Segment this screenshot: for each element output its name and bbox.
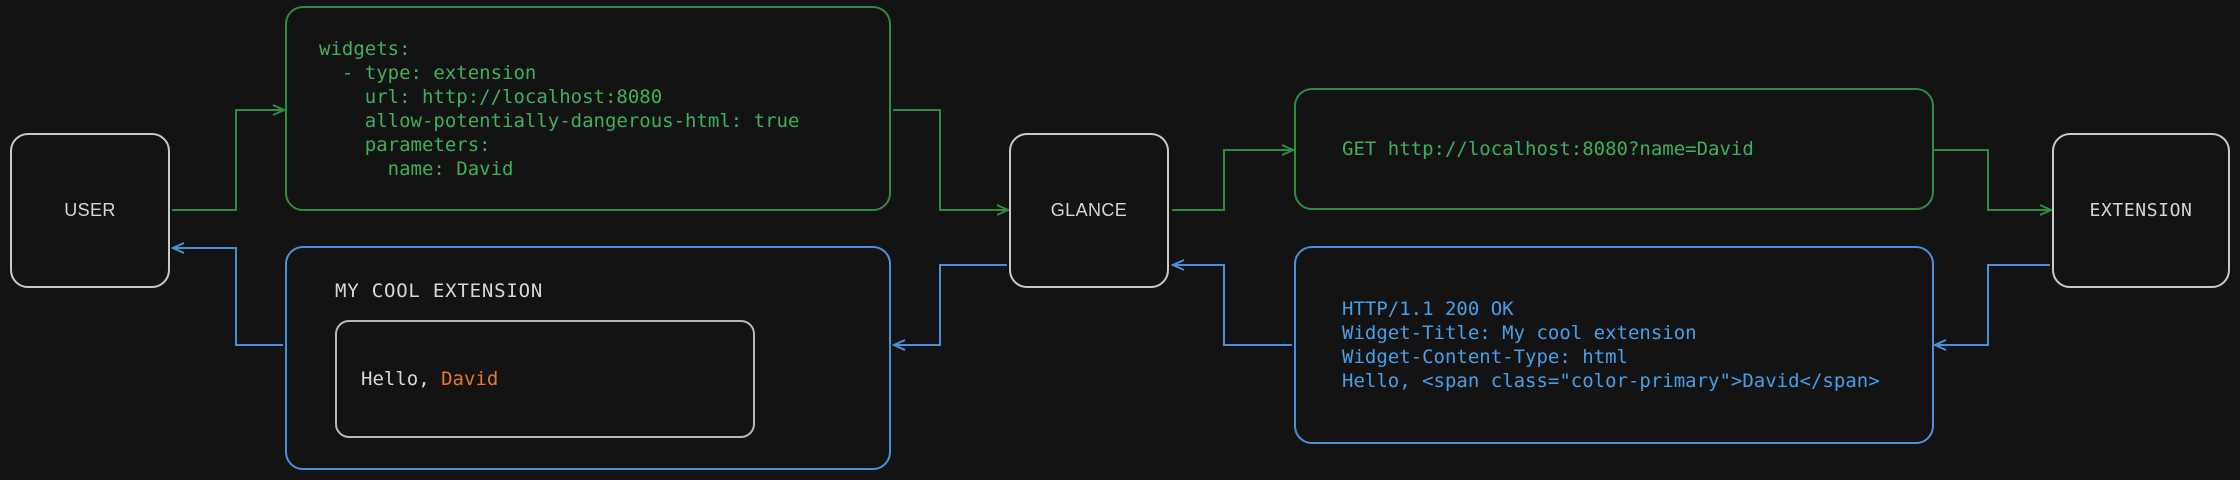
edge-config-to-glance: [893, 109, 1007, 210]
config-yaml-0: widgets:: [319, 37, 411, 60]
node-user-label: USER: [64, 200, 116, 220]
node-glance[interactable]: GLANCE: [1009, 133, 1169, 288]
widget-preview-bubble: MY COOL EXTENSION Hello, David: [285, 246, 891, 470]
widget-title: MY COOL EXTENSION: [335, 280, 544, 302]
node-glance-label: GLANCE: [1050, 200, 1128, 220]
widget-card[interactable]: Hello, David: [335, 320, 755, 438]
config-yaml-3: allow-potentially-dangerous-html: true: [319, 109, 800, 132]
widget-card-greeting: Hello, David: [361, 368, 498, 390]
edge-glance-to-widget: [895, 264, 1007, 345]
http-response-line-2: Widget-Content-Type: html: [1342, 346, 1628, 368]
config-yaml-4: parameters:: [319, 133, 491, 156]
edge-widget-to-user: [174, 248, 283, 346]
edge-user-to-config: [172, 110, 283, 211]
config-yaml-5: name: David: [319, 157, 514, 180]
config-yaml-1: - type: extension: [319, 61, 537, 84]
edge-glance-to-request: [1172, 150, 1292, 211]
edge-request-to-extension: [1934, 149, 2050, 210]
config-yaml-2: url: http://localhost:8080: [319, 85, 663, 108]
widget-card-name: David: [441, 368, 499, 390]
http-response-line-1: Widget-Title: My cool extension: [1342, 322, 1697, 344]
widget-card-prefix: Hello,: [361, 368, 442, 390]
http-request-line: GET http://localhost:8080?name=David: [1342, 138, 1754, 160]
http-response-bubble: HTTP/1.1 200 OK Widget-Title: My cool ex…: [1294, 246, 1934, 444]
config-bubble: widgets: - type: extension url: http://l…: [285, 6, 891, 211]
node-extension[interactable]: EXTENSION: [2052, 133, 2230, 288]
edge-response-to-glance: [1174, 265, 1292, 346]
http-request-bubble: GET http://localhost:8080?name=David: [1294, 88, 1934, 210]
http-response-line-4: Hello, <span class="color-primary">David…: [1342, 370, 1880, 392]
http-response-line-0: HTTP/1.1 200 OK: [1342, 298, 1514, 320]
edge-extension-to-response: [1936, 264, 2050, 345]
node-user[interactable]: USER: [10, 133, 170, 288]
node-extension-label: EXTENSION: [2089, 200, 2193, 221]
